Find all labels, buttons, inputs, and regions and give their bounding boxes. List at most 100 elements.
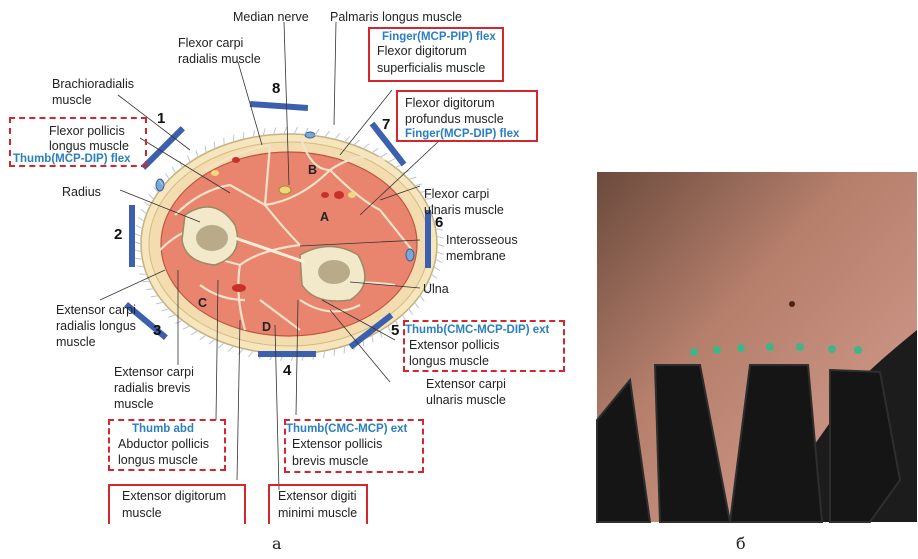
label-brachioradialis-1: Brachioradialis	[52, 77, 134, 92]
label-flexor-carpi-radialis-1: Flexor carpi	[178, 36, 243, 51]
electrode-number-5: 5	[391, 322, 399, 339]
box-fds: Finger(MCP-PIP) flex Flexor digitorum su…	[368, 27, 504, 82]
box-epl-line1: Extensor pollicis	[409, 338, 499, 353]
skin-tick	[437, 252, 444, 255]
skin-tick	[134, 242, 141, 244]
box-edm: Extensor digiti minimi muscle	[268, 484, 368, 524]
skin-tick	[363, 144, 369, 149]
skin-tick	[263, 128, 265, 135]
box-fds-line1: Flexor digitorum	[377, 44, 467, 59]
label-interosseous-2: membrane	[446, 249, 506, 264]
skin-tick	[409, 177, 416, 179]
skin-tick	[238, 349, 243, 355]
region-letter-c: C	[198, 296, 207, 311]
box-edm-line1: Extensor digiti	[278, 489, 357, 504]
skin-tick	[415, 184, 423, 186]
skin-tick	[137, 266, 144, 267]
box-ed-line1: Extensor digitorum	[122, 489, 226, 504]
skin-tick	[209, 339, 215, 344]
caption-a: a	[272, 534, 282, 553]
skin-tick	[165, 173, 169, 179]
skin-tick	[323, 351, 324, 358]
box-fpl-line1: Flexor pollicis	[49, 124, 125, 139]
skin-tick	[274, 127, 276, 134]
skin-tick	[156, 302, 164, 304]
box-apl-line1: Abductor pollicis	[118, 437, 209, 452]
skin-tick	[135, 258, 142, 259]
skin-tick	[214, 142, 215, 149]
func-apl: Thumb abd	[132, 423, 194, 436]
box-epb: Thumb(CMC-MCP) ext Extensor pollicis bre…	[284, 419, 424, 473]
label-ecr-brevis-2: radialis brevis	[114, 381, 190, 396]
skin-tick	[415, 302, 419, 308]
label-brachioradialis-2: muscle	[52, 93, 92, 108]
func-fdp: Finger(MCP-DIP) flex	[405, 128, 519, 141]
func-fpl: Thumb(MCP-DIP) flex	[13, 153, 131, 166]
label-ecu-1: Extensor carpi	[426, 377, 506, 392]
electrode-bar-4	[258, 351, 316, 357]
electrode-bar-6	[425, 210, 431, 268]
label-ecr-longus-2: radialis longus	[56, 319, 136, 334]
skin-tick	[144, 202, 149, 207]
skin-tick	[294, 127, 297, 134]
box-epl-line2: longus muscle	[409, 354, 489, 369]
label-flexor-carpi-ulnaris-2: ulnaris muscle	[424, 203, 504, 218]
skin-tick	[344, 136, 349, 142]
skin-tick	[335, 133, 340, 139]
label-radius: Radius	[62, 185, 101, 200]
skin-tick	[372, 148, 378, 152]
electrode-number-4: 4	[283, 362, 291, 379]
skin-tick	[249, 351, 254, 357]
skin-tick	[200, 335, 206, 339]
skin-tick	[180, 161, 183, 168]
skin-tick	[228, 346, 233, 352]
skin-tick	[149, 194, 154, 199]
electrode-bar-2	[129, 205, 135, 267]
skin-tick	[284, 127, 287, 134]
skin-tick	[388, 159, 395, 163]
skin-tick	[175, 320, 182, 323]
skin-tick	[205, 146, 206, 153]
box-fdp-line2: profundus muscle	[405, 112, 504, 127]
skin-tick	[196, 150, 198, 157]
electrode-bar-1	[141, 126, 185, 170]
skin-tick	[172, 167, 175, 173]
ulna-bone	[300, 247, 365, 302]
label-ecr-longus-1: Extensor carpi	[56, 303, 136, 318]
skin-tick	[325, 131, 330, 137]
box-ed-line2: muscle	[122, 506, 162, 521]
skin-tick	[162, 309, 169, 311]
label-flexor-carpi-radialis-2: radialis muscle	[178, 52, 261, 67]
skin-tick	[431, 274, 437, 278]
func-epl: Thumb(CMC-MCP-DIP) ext	[405, 324, 549, 337]
skin-tick	[434, 267, 440, 271]
box-apl: Thumb abd Abductor pollicis longus muscl…	[108, 419, 226, 471]
box-apl-line2: longus muscle	[118, 453, 198, 468]
electrode-number-2: 2	[114, 226, 122, 243]
electrode-number-8: 8	[272, 80, 280, 97]
box-fdp-line1: Flexor digitorum	[405, 96, 495, 111]
skin-tick	[380, 153, 387, 157]
region-letter-b: B	[308, 163, 317, 178]
skin-tick	[151, 296, 159, 297]
skin-tick	[436, 259, 442, 262]
skin-tick	[135, 234, 142, 237]
box-fds-line2: superficialis muscle	[377, 61, 485, 76]
label-palmaris-longus: Palmaris longus muscle	[330, 10, 462, 25]
box-epb-line2: brevis muscle	[292, 454, 368, 469]
box-fdp: Flexor digitorum profundus muscle Finger…	[396, 90, 538, 142]
label-flexor-carpi-ulnaris-1: Flexor carpi	[424, 187, 489, 202]
skin-tick	[146, 289, 154, 290]
skin-tick	[136, 225, 142, 228]
box-fpl-line2: longus muscle	[49, 139, 129, 154]
label-ecr-longus-3: muscle	[56, 335, 96, 350]
box-ed: Extensor digitorum muscle	[108, 484, 246, 524]
box-edm-line2: minimi muscle	[278, 506, 357, 521]
skin-tick	[315, 129, 319, 135]
label-interosseous-1: Interosseous	[446, 233, 518, 248]
skin-tick	[253, 130, 254, 137]
skin-tick	[138, 217, 144, 221]
box-epb-line1: Extensor pollicis	[292, 437, 382, 452]
